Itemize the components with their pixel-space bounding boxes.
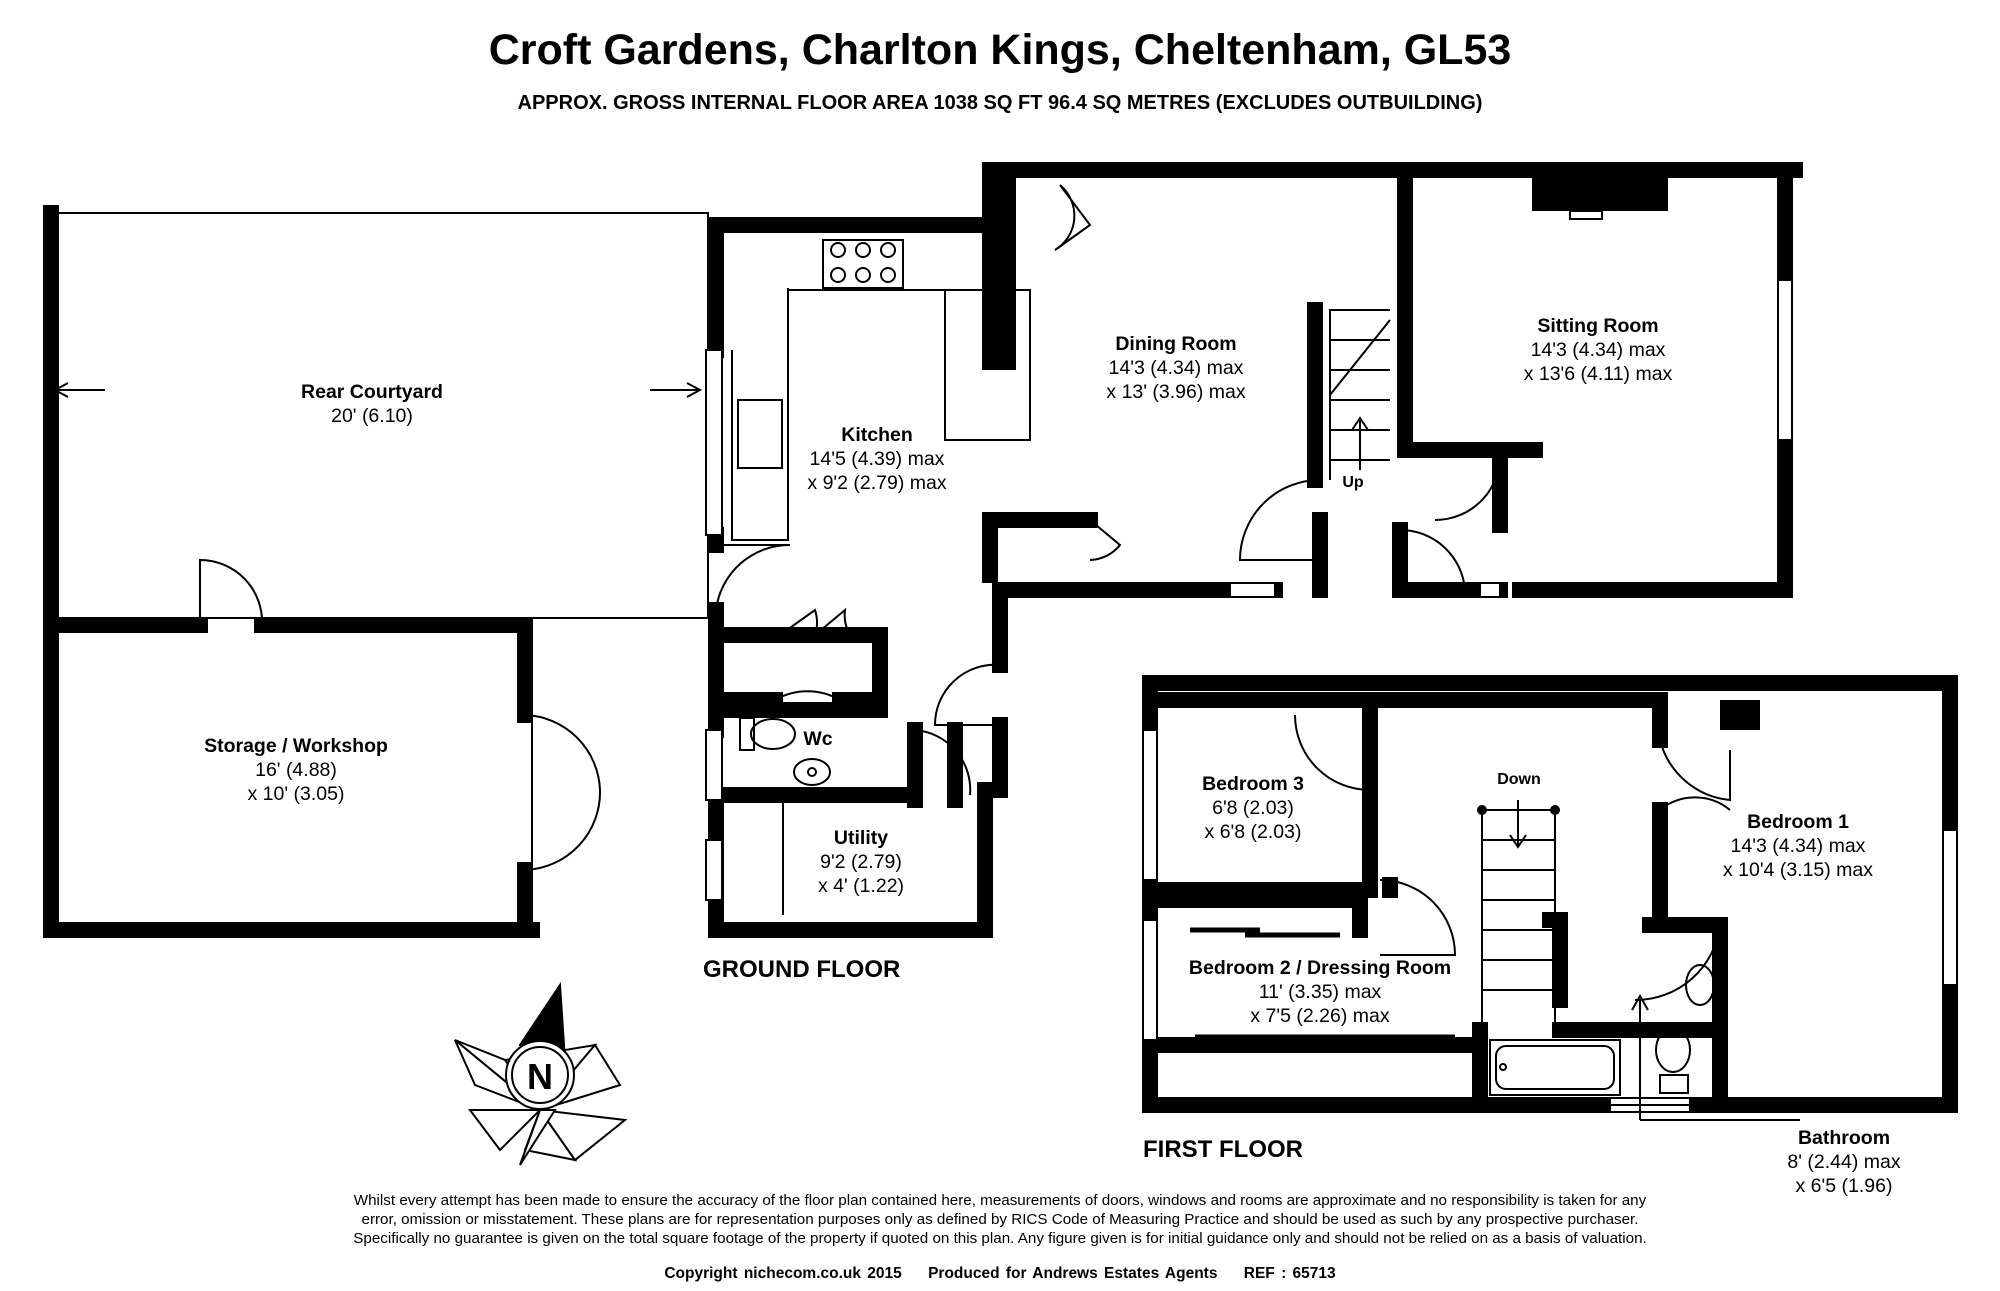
- floor-area-subtitle: APPROX. GROSS INTERNAL FLOOR AREA 1038 S…: [517, 92, 1483, 114]
- ground-floor-walls: [43, 162, 1803, 938]
- kitchen-worktops: [731, 239, 1031, 541]
- copyright-line: Copyright nichecom.co.uk 2015 Produced f…: [0, 1265, 2000, 1283]
- room-storage-workshop: Storage / Workshop 16' (4.88) x 10' (3.0…: [204, 735, 388, 805]
- room-bathroom: Bathroom 8' (2.44) max x 6'5 (1.96): [1787, 1127, 1901, 1197]
- disclaimer-line: Specifically no guarantee is given on th…: [353, 1230, 1647, 1247]
- page-title: Croft Gardens, Charlton Kings, Cheltenha…: [488, 26, 1512, 74]
- room-dining-room: Dining Room 14'3 (4.34) max x 13' (3.96)…: [1106, 333, 1246, 403]
- wardrobe-doors: [1190, 927, 1455, 1047]
- room-rear-courtyard: Rear Courtyard 20' (6.10): [301, 381, 443, 427]
- room-bedroom-2: Bedroom 2 / Dressing Room 11' (3.35) max…: [1188, 957, 1452, 1027]
- compass-icon: [454, 981, 628, 1166]
- room-bedroom-1: Bedroom 1 14'3 (4.34) max x 10'4 (3.15) …: [1722, 811, 1874, 881]
- first-floor-walls: [1142, 675, 1958, 1113]
- stairs-down-label: Down: [1497, 771, 1541, 788]
- disclaimer: Whilst every attempt has been made to en…: [230, 1191, 1770, 1248]
- bathroom-fittings: [1489, 964, 1800, 1121]
- disclaimer-line: Whilst every attempt has been made to en…: [353, 1192, 1647, 1209]
- room-sitting-room: Sitting Room 14'3 (4.34) max x 13'6 (4.1…: [1523, 315, 1673, 385]
- stairs-up-label: Up: [1342, 474, 1364, 491]
- first-floor-windows: [1142, 729, 1958, 1113]
- hob-icon: [830, 242, 896, 283]
- stairs-down: [1481, 800, 1556, 1028]
- room-bedroom-3: Bedroom 3 6'8 (2.03) x 6'8 (2.03): [1202, 773, 1304, 843]
- room-wc: Wc: [803, 728, 833, 750]
- room-kitchen: Kitchen 14'5 (4.39) max x 9'2 (2.79) max: [807, 424, 947, 494]
- compass-letter: N: [527, 1056, 553, 1097]
- produced-for-text: Produced for Andrews Estates Agents: [928, 1265, 1218, 1282]
- wc-fittings: [739, 717, 831, 915]
- copyright-text: Copyright nichecom.co.uk 2015: [664, 1265, 902, 1282]
- room-utility: Utility 9'2 (2.79) x 4' (1.22): [817, 827, 905, 897]
- reference-text: REF : 65713: [1243, 1265, 1336, 1282]
- stair-posts: [1477, 805, 1560, 815]
- first-floor-doors: [1294, 714, 1731, 1002]
- first-floor-label: FIRST FLOOR: [1143, 1136, 1303, 1163]
- disclaimer-line: error, omission or misstatement. These p…: [361, 1211, 1639, 1228]
- ground-floor-windows: [705, 210, 1793, 901]
- chimney-breasts: [982, 170, 1760, 730]
- ground-floor-doors: [199, 184, 1502, 871]
- stairs-up: [1329, 309, 1391, 480]
- courtyard-outline: [50, 212, 709, 930]
- ground-floor-label: GROUND FLOOR: [703, 956, 901, 983]
